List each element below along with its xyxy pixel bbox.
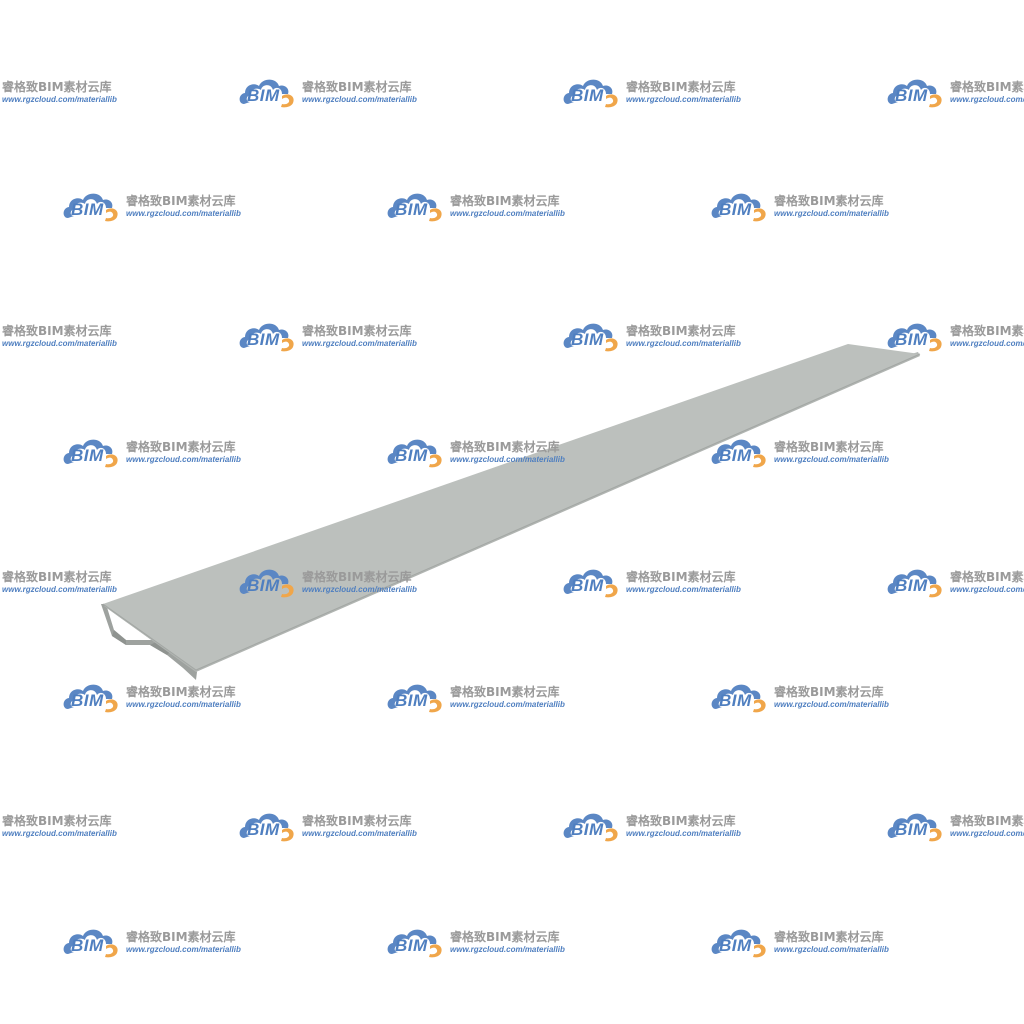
profile-end-face: [101, 604, 197, 680]
profile-top-face: [103, 344, 920, 670]
profile-inner-rib: [150, 640, 172, 655]
profile-edge-line: [102, 353, 921, 671]
profile-inner-rib: [112, 630, 126, 645]
